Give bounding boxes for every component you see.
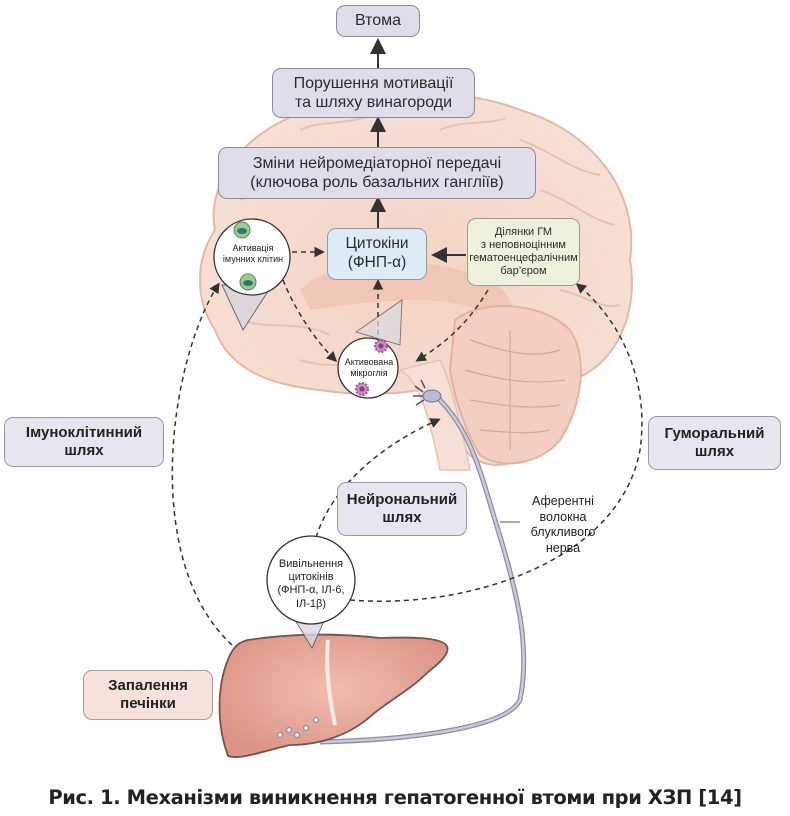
box-neurotransmission: Зміни нейромедіаторної передачі (ключова… [218, 147, 536, 199]
box-bbb-line: бар’єром [500, 265, 547, 278]
pathway-line: шлях [64, 442, 104, 459]
box-motivation-line: Порушення мотивації [293, 74, 454, 92]
dashed-arrows [171, 246, 643, 646]
vagus-nerve-label: Аферентні волокна блукливого нерва [518, 494, 608, 557]
vagus-label-line: блукливого [530, 525, 596, 540]
microglia-icon [355, 382, 369, 396]
pathway-line: Імуноклітинний [25, 424, 143, 441]
box-liver-inflammation: Запалення печінки [83, 670, 213, 720]
bubble-line: ІЛ-1β) [295, 597, 327, 610]
box-neurotransmission-line: Зміни нейромедіаторної передачі [252, 154, 502, 172]
microglia-icon [374, 339, 388, 353]
box-fatigue: Втома [336, 5, 420, 37]
box-bbb-line: з неповноцінним [480, 238, 566, 251]
box-neurotransmission-line: (ключова роль базальних гангліїв) [250, 174, 504, 191]
vagus-label-line: волокна [539, 509, 587, 524]
box-immune-cell-pathway: Імуноклітинний шлях [4, 417, 164, 467]
box-humoral-pathway: Гуморальний шлях [648, 416, 781, 470]
bubble-immune-activation [213, 218, 291, 296]
vagus-nerve [319, 379, 527, 745]
immune-cell-icon [233, 221, 251, 239]
bubble-line: (ФНП-α, ІЛ-6, [277, 584, 345, 597]
bubble-immune-activation-text: Активація імунних клітин [214, 243, 292, 265]
bubble-line: Вивільнення [278, 558, 344, 570]
box-neuronal-pathway: Нейрональний шлях [337, 482, 467, 536]
pathway-line: Нейрональний [346, 491, 458, 508]
pathway-line: шлях [694, 443, 735, 460]
bubble-line: Активована [344, 357, 394, 367]
bubble-line: мікроглія [350, 367, 388, 378]
box-motivation: Порушення мотивації та шляху винагороди [272, 68, 475, 118]
box-motivation-line: та шляху винагороди [294, 94, 453, 111]
vagus-nerve-ending-icon [422, 389, 442, 403]
liver-label-line: Запалення [108, 677, 188, 694]
box-bbb-line: Ділянки ГМ [494, 225, 553, 238]
bubble-cytokine-release-text: Вивільнення цитокінів (ФНП-α, ІЛ-6, ІЛ-1… [268, 558, 354, 611]
immune-cell-icon [239, 273, 257, 291]
liver-label-line: печінки [120, 695, 176, 712]
bubble-line: імунних клітин [222, 253, 284, 264]
box-cytokines-line: (ФНП-α) [347, 254, 407, 271]
bubble-cytokine-release [266, 535, 356, 625]
bubble-microglia-text: Активована мікроглія [338, 357, 400, 379]
box-bbb-regions: Ділянки ГМ з неповноцінним гематоенцефал… [467, 218, 580, 286]
bubble-line: Активація [232, 243, 274, 253]
box-cytokines-line: Цитокіни [345, 235, 409, 253]
bubble-pointer-microglia [354, 299, 403, 346]
pathway-line: шлях [382, 509, 422, 526]
box-cytokines: Цитокіни (ФНП-α) [327, 228, 427, 280]
figure-caption: Рис. 1. Механізми виникнення гепатогенно… [48, 786, 742, 809]
box-bbb-line: гематоенцефалічним [469, 252, 578, 264]
bubble-microglia [337, 337, 399, 399]
liver-illustration [218, 633, 449, 758]
pathway-line: Гуморальний [664, 425, 765, 442]
vagus-label-line: нерва [545, 540, 581, 555]
vagus-label-line: Аферентні [532, 494, 594, 508]
box-fatigue-label: Втома [354, 12, 402, 30]
bubble-line: цитокінів [288, 571, 334, 584]
